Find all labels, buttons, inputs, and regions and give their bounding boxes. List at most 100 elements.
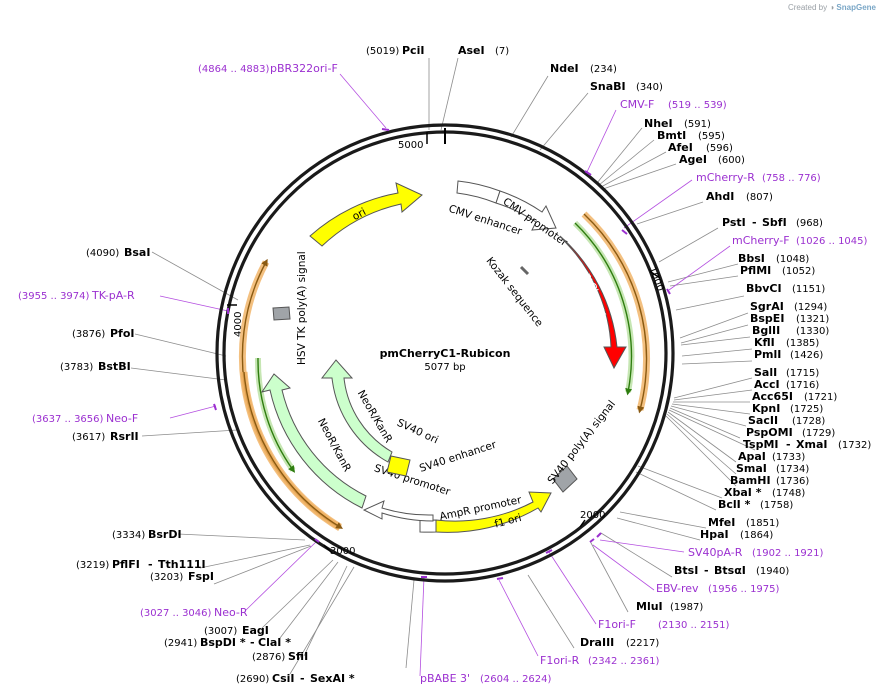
enzyme-name: SacII [748, 414, 778, 427]
enzyme-name: SexAI * [310, 672, 355, 685]
enzyme-pos: (1321) [796, 314, 829, 325]
snapgene-credit: Created by ◑ SnapGene [788, 3, 876, 12]
enzyme-pos: (595) [698, 131, 725, 142]
enzyme-name: HpaI [700, 528, 729, 541]
enzyme-name: SalI [754, 366, 777, 379]
leader-lines [130, 57, 756, 677]
enzyme-name: PciI [402, 44, 424, 57]
primer-range: (2342 .. 2361) [588, 656, 660, 667]
enzyme-name: AhdI [706, 190, 734, 203]
svg-text:ori: ori [350, 206, 368, 223]
enzyme-pos: (2876) [252, 652, 285, 663]
feature-hsv-tk-polya: HSV TK poly(A) signal [272, 251, 308, 365]
enzyme-name: BsaI [124, 246, 150, 259]
primer-range: (4864 .. 4883) [198, 64, 270, 75]
enzyme-name: PflMI [740, 264, 771, 277]
enzyme-name: PflFI [112, 558, 140, 571]
enzyme-name: BspDI * [200, 636, 246, 649]
enzyme-name: BclI * [718, 498, 751, 511]
primer-name: Neo-F [106, 412, 138, 425]
enzyme-pos: (1732) [838, 440, 871, 451]
enzyme-name: BspEI [750, 312, 784, 325]
enzyme-name: AgeI [679, 153, 707, 166]
enzyme-name: EagI [242, 624, 269, 637]
primer-range: (1902 .. 1921) [752, 548, 824, 559]
primer-name: Neo-R [214, 606, 248, 619]
enzyme-pos: (3334) [112, 530, 145, 541]
primer-range: (1956 .. 1975) [708, 584, 780, 595]
enzyme-pos: (2217) [626, 638, 659, 649]
enzyme-name: TspMI [743, 438, 779, 451]
primer-range: (3637 .. 3656) [32, 414, 104, 425]
tick-label-4000: 4000 [233, 312, 244, 337]
enzyme-name: MfeI [708, 516, 735, 529]
plasmid-length: 5077 bp [424, 362, 465, 373]
enzyme-pos: (1734) [776, 464, 809, 475]
enzyme-name: - [300, 672, 305, 685]
primer-labels: (4864 .. 4883) pBR322ori-F CMV-F (519 ..… [18, 62, 868, 685]
feature-kozak: Kozak sequence [483, 255, 545, 329]
plasmid-name: pmCherryC1-Rubicon [380, 347, 511, 360]
enzyme-pos: (3617) [72, 432, 105, 443]
enzyme-name: AccI [754, 378, 780, 391]
enzyme-name: ApaI [738, 450, 766, 463]
enzyme-pos: (1736) [776, 476, 809, 487]
enzyme-pos: (4090) [86, 248, 119, 259]
enzyme-pos: (3783) [60, 362, 93, 373]
primer-range: (2130 .. 2151) [658, 620, 730, 631]
enzyme-name: BsrDI [148, 528, 182, 541]
enzyme-pos: (1385) [786, 338, 819, 349]
enzyme-name: SmaI [736, 462, 767, 475]
enzyme-name: SgrAI [750, 300, 784, 313]
enzyme-pos: (1728) [792, 416, 825, 427]
enzyme-name: AfeI [668, 141, 693, 154]
enzyme-name: Tth111I [158, 558, 206, 571]
primer-range: (3955 .. 3974) [18, 291, 90, 302]
svg-text:HSV TK poly(A) signal: HSV TK poly(A) signal [296, 251, 308, 365]
enzyme-pos: (591) [684, 119, 711, 130]
enzyme-pos: (1758) [760, 500, 793, 511]
enzyme-name: XmaI [796, 438, 827, 451]
enzyme-name: FspI [188, 570, 214, 583]
enzyme-name: NdeI [550, 62, 579, 75]
svg-text:mCherry: mCherry [581, 271, 609, 318]
enzyme-name: SbfI [762, 216, 787, 229]
enzyme-pos: (1330) [796, 326, 829, 337]
enzyme-name: BtsαI [714, 564, 746, 577]
enzyme-pos: (234) [590, 64, 617, 75]
enzyme-name: BbvCI [746, 282, 782, 295]
backbone-outer-ring [215, 123, 675, 583]
snapgene-logo-icon: ◑ [829, 3, 835, 12]
enzyme-name: BstBI [98, 360, 131, 373]
primer-range: (758 .. 776) [762, 173, 821, 184]
feature-sv40-polya: SV40 poly(A) signal [545, 398, 618, 493]
enzyme-labels: (5019) PciI AseI (7) NdeI (234) SnaBI (3… [60, 44, 871, 685]
enzyme-pos: (1715) [786, 368, 819, 379]
feature-ori: ori [309, 182, 423, 247]
enzyme-name: SfiI [288, 650, 308, 663]
enzyme-pos: (1716) [786, 380, 819, 391]
enzyme-pos: (1864) [740, 530, 773, 541]
primer-name: mCherry-R [696, 171, 755, 184]
enzyme-name: PspOMI [746, 426, 793, 439]
enzyme-pos: (596) [706, 143, 733, 154]
enzyme-name: Acc65I [752, 390, 793, 403]
enzyme-name: AseI [458, 44, 485, 57]
enzyme-name: BmtI [657, 129, 686, 142]
primer-range: (519 .. 539) [668, 100, 727, 111]
enzyme-pos: (3219) [76, 560, 109, 571]
enzyme-pos: (1048) [776, 254, 809, 265]
enzyme-pos: (1052) [782, 266, 815, 277]
enzyme-name: - [786, 438, 791, 451]
enzyme-pos: (968) [796, 218, 823, 229]
tick-label-5000: 5000 [398, 140, 423, 151]
primer-name: mCherry-F [732, 234, 790, 247]
enzyme-name: - [250, 636, 255, 649]
enzyme-name: - [704, 564, 709, 577]
enzyme-pos: (1733) [772, 452, 805, 463]
enzyme-pos: (2941) [164, 638, 197, 649]
svg-text:Kozak sequence: Kozak sequence [483, 255, 545, 329]
enzyme-name: RsrII [110, 430, 139, 443]
enzyme-pos: (1748) [772, 488, 805, 499]
